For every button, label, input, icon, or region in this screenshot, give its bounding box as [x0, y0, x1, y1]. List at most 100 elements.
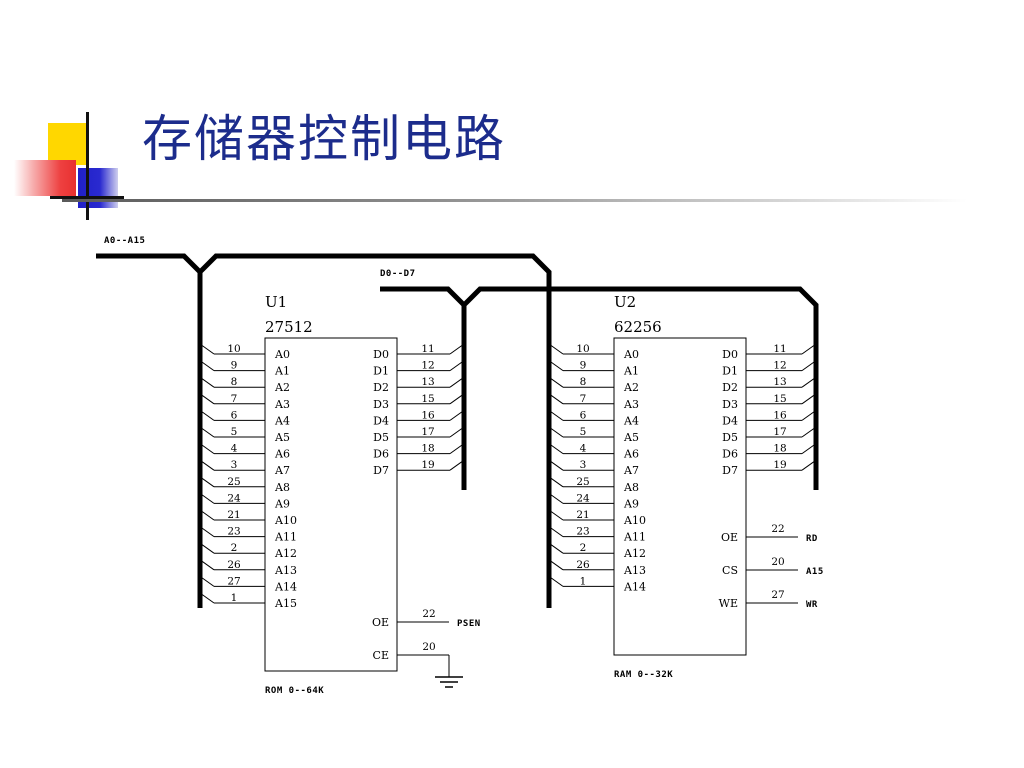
u2-addr-pin-num: 24 [576, 492, 590, 504]
u2-addr-pin-name: A3 [623, 398, 639, 411]
u1-data-pin-name: D1 [373, 365, 389, 378]
title-underline [62, 199, 967, 202]
u1-addr-pin-num: 23 [227, 526, 240, 538]
u1-addr-pin-name: A3 [274, 398, 290, 411]
u2-addr-pin-name: A1 [623, 365, 639, 378]
u2-addr-pin-name: A8 [623, 481, 639, 494]
u2-addr-entry-8 [548, 476, 564, 488]
u1-addr-pin-num: 9 [231, 360, 238, 372]
u2-data-pin-name: D0 [722, 348, 738, 361]
u1-ref: U1 [265, 293, 287, 311]
u1-addr-pin-name: A13 [274, 564, 297, 577]
u1-addr-entry-6 [199, 443, 215, 455]
u1-addr-pin-name: A9 [274, 497, 290, 510]
u2-data-entry-1 [801, 360, 817, 372]
u2-addr-pin-num: 23 [576, 526, 589, 538]
u2-addr-entry-6 [548, 443, 564, 455]
u2-addr-entry-0 [548, 343, 564, 355]
u2-data-pin-num: 17 [773, 426, 786, 438]
u2-addr-entry-12 [548, 542, 564, 554]
u1-data-pin-num: 16 [421, 409, 435, 421]
address-bus-line [96, 253, 552, 608]
u2-data-entry-0 [801, 343, 817, 355]
deco-yellow-square [48, 123, 88, 165]
u1-addr-pin-num: 24 [227, 492, 241, 504]
u1-ctrl-pin-num: 20 [422, 641, 435, 653]
u2-caption: RAM 0--32K [614, 670, 673, 680]
u1-addr-pin-name: A4 [274, 414, 290, 427]
u1-addr-entry-7 [199, 459, 215, 471]
u1-chip-body [264, 337, 398, 672]
u2-data-pin-num: 13 [773, 376, 786, 388]
u1-addr-pin-num: 7 [231, 393, 238, 405]
u1-data-entry-6 [449, 443, 465, 455]
u1-addr-pin-num: 1 [231, 592, 238, 604]
u2-data-pin-name: D1 [722, 365, 738, 378]
u1-data-pin-name: D7 [373, 464, 389, 477]
u1-data-entry-4 [449, 409, 465, 421]
u2-addr-pin-num: 3 [580, 459, 587, 471]
u2-addr-pin-num: 8 [580, 376, 587, 388]
u1-addr-pin-num: 5 [231, 426, 238, 438]
u2-addr-pin-num: 7 [580, 393, 587, 405]
u2-addr-pin-name: A7 [623, 464, 639, 477]
u2-addr-entry-11 [548, 526, 564, 538]
u1-addr-entry-4 [199, 409, 215, 421]
u2-data-entry-2 [801, 376, 817, 388]
u1-data-pin-num: 17 [421, 426, 434, 438]
u2-ctrl-pin-num: 27 [771, 589, 784, 601]
u2-addr-pin-num: 1 [580, 575, 587, 587]
u1-addr-entry-13 [199, 559, 215, 571]
u2-ctrl-signal: RD [806, 534, 818, 544]
u2-data-pin-name: D6 [722, 448, 738, 461]
u1-addr-entry-8 [199, 476, 215, 488]
u2-data-entry-6 [801, 443, 817, 455]
u2-ctrl-pin-name: OE [721, 531, 738, 544]
u2-data-pin-num: 11 [773, 343, 786, 355]
u2-data-entry-7 [801, 459, 817, 471]
u1-addr-pin-name: A12 [274, 547, 297, 560]
u2-addr-pin-name: A9 [623, 497, 639, 510]
u1-data-pin-name: D3 [373, 398, 389, 411]
u1-addr-entry-2 [199, 376, 215, 388]
u1-addr-pin-num: 3 [231, 459, 238, 471]
deco-black-vertical-line [86, 112, 89, 220]
address-bus-label: A0--A15 [104, 236, 145, 246]
u2-ctrl-pin-name: WE [719, 597, 738, 610]
u1-data-pin-num: 18 [421, 443, 434, 455]
u2-addr-entry-2 [548, 376, 564, 388]
u1-addr-pin-num: 6 [231, 409, 238, 421]
data-bus-label: D0--D7 [380, 269, 416, 279]
u1-addr-pin-name: A11 [274, 531, 297, 544]
u2-addr-pin-name: A12 [623, 547, 646, 560]
u2-ref: U2 [614, 293, 636, 311]
u1-data-entry-1 [449, 360, 465, 372]
u2-data-pin-num: 15 [773, 393, 786, 405]
u1-part: 27512 [265, 318, 313, 336]
u1-data-entry-5 [449, 426, 465, 438]
u1-caption: ROM 0--64K [265, 686, 324, 696]
u1-addr-pin-num: 26 [227, 559, 241, 571]
u2-addr-pin-num: 6 [580, 409, 587, 421]
u2-addr-entry-10 [548, 509, 564, 521]
u2-addr-pin-name: A10 [623, 514, 646, 527]
u2-ctrl-signal: A15 [806, 567, 824, 577]
u2-addr-entry-4 [548, 409, 564, 421]
u2-data-pin-num: 19 [773, 459, 786, 471]
u1-addr-pin-num: 21 [227, 509, 240, 521]
u1-addr-pin-num: 25 [227, 476, 240, 488]
data-bus-line [380, 286, 819, 490]
u2-data-pin-num: 18 [773, 443, 786, 455]
circuit-wires [96, 253, 819, 688]
u1-addr-pin-num: 10 [227, 343, 240, 355]
u1-addr-pin-name: A15 [274, 597, 297, 610]
u2-data-pin-num: 16 [773, 409, 787, 421]
u1-data-pin-name: D2 [373, 381, 389, 394]
u1-data-entry-3 [449, 393, 465, 405]
deco-red-bar [14, 160, 76, 196]
u2-ctrl-pin-name: CS [722, 564, 738, 577]
u2-addr-pin-num: 10 [576, 343, 589, 355]
u2-addr-pin-name: A13 [623, 564, 646, 577]
u2-data-pin-num: 12 [773, 360, 786, 372]
